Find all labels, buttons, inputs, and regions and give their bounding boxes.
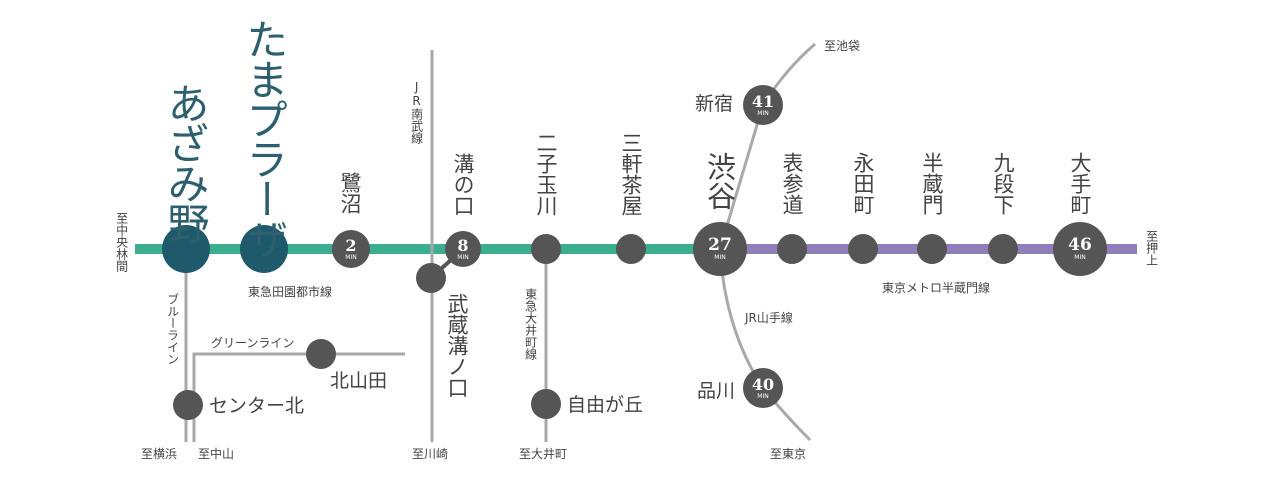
musashi-mizonokuchi-label: 武蔵溝ノ口: [445, 293, 470, 398]
yamanote-north: [718, 42, 816, 250]
futako-tamagawa-label: 二子玉川: [534, 132, 559, 216]
nagatacho-marker: [848, 234, 878, 264]
saginuma-time: 2: [345, 235, 357, 255]
shinagawa-time-badge: 40 MIN: [743, 368, 783, 408]
kitayamata-marker: [306, 339, 336, 369]
center-kita-marker: [173, 390, 203, 420]
kudanshita-marker: [988, 234, 1018, 264]
sangenjaya-marker: [616, 234, 646, 264]
shinjuku-marker: [743, 85, 783, 125]
tama-plaza-label: たまプラーザ: [240, 18, 289, 258]
green-line-label: グリーンライン: [211, 336, 295, 350]
direction-nakayama: 至中山: [198, 447, 235, 461]
tama-plaza-marker: [240, 225, 288, 273]
jiyugaoka-marker: [531, 389, 561, 419]
kudanshita-label: 九段下: [991, 152, 1016, 215]
yamanote-line-label: JR山手線: [745, 311, 793, 325]
oimachi-line-label: 東急大井町線: [523, 288, 538, 360]
blue-line-label: ブルーライン: [165, 293, 180, 365]
shinagawa-marker: [743, 368, 783, 408]
otemachi-time: 46: [1068, 235, 1092, 255]
nagatacho-label: 永田町: [851, 152, 876, 215]
shinagawa-time: 40: [751, 374, 775, 394]
azamino-label: あざみ野: [161, 82, 210, 242]
direction-yokohama: 至横浜: [141, 447, 178, 461]
direction-chuo-rinkan: 至中央林間: [114, 212, 129, 272]
minute-unit: MIN: [1074, 254, 1086, 261]
mizonokuchi-time-badge: 8 MIN: [445, 231, 481, 267]
shinjuku-time: 41: [751, 91, 775, 111]
hanzomon-label: 半蔵門: [920, 152, 945, 215]
direction-kawasaki: 至川崎: [412, 447, 449, 461]
nambu-line-label: JR南武線: [409, 80, 424, 144]
saginuma-time-badge: 2 MIN: [331, 229, 371, 269]
mizonokuchi-time: 8: [457, 235, 469, 255]
shibuya-label: 渋谷: [702, 152, 737, 210]
mizonokuchi-marker: [445, 231, 481, 267]
jiyugaoka-label: 自由が丘: [567, 394, 644, 416]
omotesando-label: 表参道: [780, 152, 805, 215]
otemachi-marker: [1053, 222, 1107, 276]
shibuya-time-badge: 27 MIN: [693, 222, 747, 276]
hanzomon-marker: [917, 234, 947, 264]
direction-oshiage: 至押上: [1144, 230, 1159, 266]
direction-ikebukuro: 至池袋: [824, 39, 861, 53]
minute-unit: MIN: [757, 392, 769, 400]
shinagawa-label: 品川: [697, 380, 736, 402]
omotesando-marker: [777, 234, 807, 264]
azamino-marker: [162, 225, 210, 273]
yamanote-south: [718, 248, 812, 442]
shinjuku-label: 新宿: [695, 93, 734, 115]
futako-tamagawa-marker: [531, 234, 561, 264]
musashi-mizonokuchi-marker: [416, 263, 446, 293]
otemachi-label: 大手町: [1068, 152, 1093, 215]
hanzomon-line-label: 東京メトロ半蔵門線: [882, 281, 991, 295]
shinjuku-time-badge: 41 MIN: [743, 85, 783, 125]
shibuya-marker: [693, 222, 747, 276]
den-en-toshi-line-label: 東急田園都市線: [248, 285, 333, 299]
direction-tokyo: 至東京: [770, 447, 807, 461]
sangenjaya-label: 三軒茶屋: [619, 132, 644, 216]
kitayamata-label: 北山田: [330, 370, 388, 392]
saginuma-marker: [332, 230, 370, 268]
otemachi-time-badge: 46 MIN: [1053, 222, 1107, 276]
minute-unit: MIN: [714, 254, 726, 261]
minute-unit: MIN: [457, 253, 469, 261]
shibuya-time: 27: [708, 235, 732, 255]
saginuma-label: 鷺沼: [338, 172, 363, 214]
direction-oimachi: 至大井町: [519, 447, 568, 461]
center-kita-label: センター北: [209, 395, 305, 417]
minute-unit: MIN: [345, 253, 357, 261]
mizonokuchi-label: 溝の口: [451, 153, 476, 216]
minute-unit: MIN: [757, 109, 769, 117]
